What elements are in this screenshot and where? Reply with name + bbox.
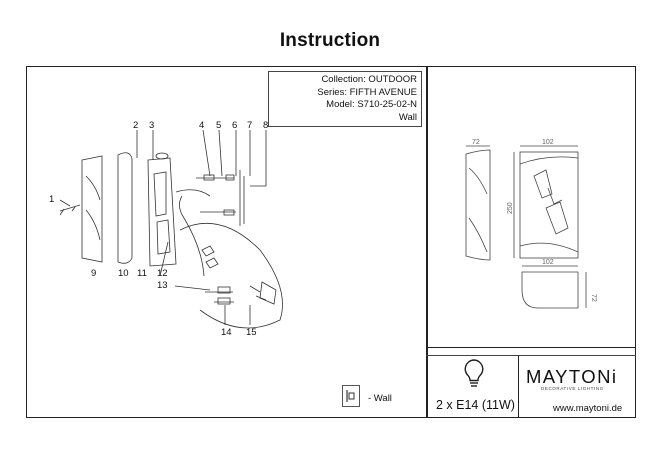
- dimension-drawing: 72 102 250 102 72: [465, 139, 597, 309]
- part-number: 10: [118, 268, 129, 279]
- part-number: 3: [149, 120, 155, 131]
- collection-label: Collection: OUTDOOR: [321, 74, 417, 85]
- wall-label: - Wall: [368, 393, 392, 404]
- part-number: 9: [91, 268, 97, 279]
- part-number: 13: [157, 280, 168, 291]
- website-link[interactable]: www.maytoni.de: [553, 403, 623, 414]
- lightbulb-icon: [464, 359, 484, 387]
- part-number: 6: [232, 120, 238, 131]
- divider: [426, 66, 428, 418]
- part-number: 1: [49, 194, 55, 205]
- dim-top-depth: 72: [590, 294, 597, 302]
- divider: [518, 355, 520, 418]
- product-info-box: Collection: OUTDOOR Series: FIFTH AVENUE…: [268, 71, 422, 127]
- part-number: 4: [199, 120, 205, 131]
- model-label: Model: S710-25-02-N: [326, 99, 417, 111]
- dim-height: 250: [507, 202, 514, 214]
- exploded-view-drawing: [59, 129, 283, 329]
- dim-top-width: 102: [542, 259, 554, 266]
- divider: [426, 347, 636, 349]
- brand-tagline: DECORATIVE LIGHTING: [541, 386, 604, 391]
- part-number: 7: [247, 120, 253, 131]
- part-number: 5: [216, 120, 222, 131]
- part-number: 12: [157, 268, 168, 279]
- bulb-spec: 2 x E14 (11W): [436, 398, 515, 412]
- part-number: 15: [246, 327, 257, 338]
- series-label: Series: FIFTH AVENUE: [317, 86, 417, 98]
- part-number: 2: [133, 120, 139, 131]
- dim-side-depth: 72: [472, 139, 480, 146]
- dim-front-width: 102: [542, 139, 554, 146]
- type-label: Wall: [398, 111, 417, 123]
- brand-logo: MAYTONi: [526, 366, 618, 387]
- divider: [426, 355, 636, 356]
- part-number: 11: [137, 268, 147, 279]
- page-title: Instruction: [279, 30, 381, 51]
- part-number: 14: [221, 327, 232, 338]
- drawing-frame: [26, 66, 636, 418]
- part-number: 8: [263, 120, 269, 131]
- wall-mount-icon: [342, 385, 360, 407]
